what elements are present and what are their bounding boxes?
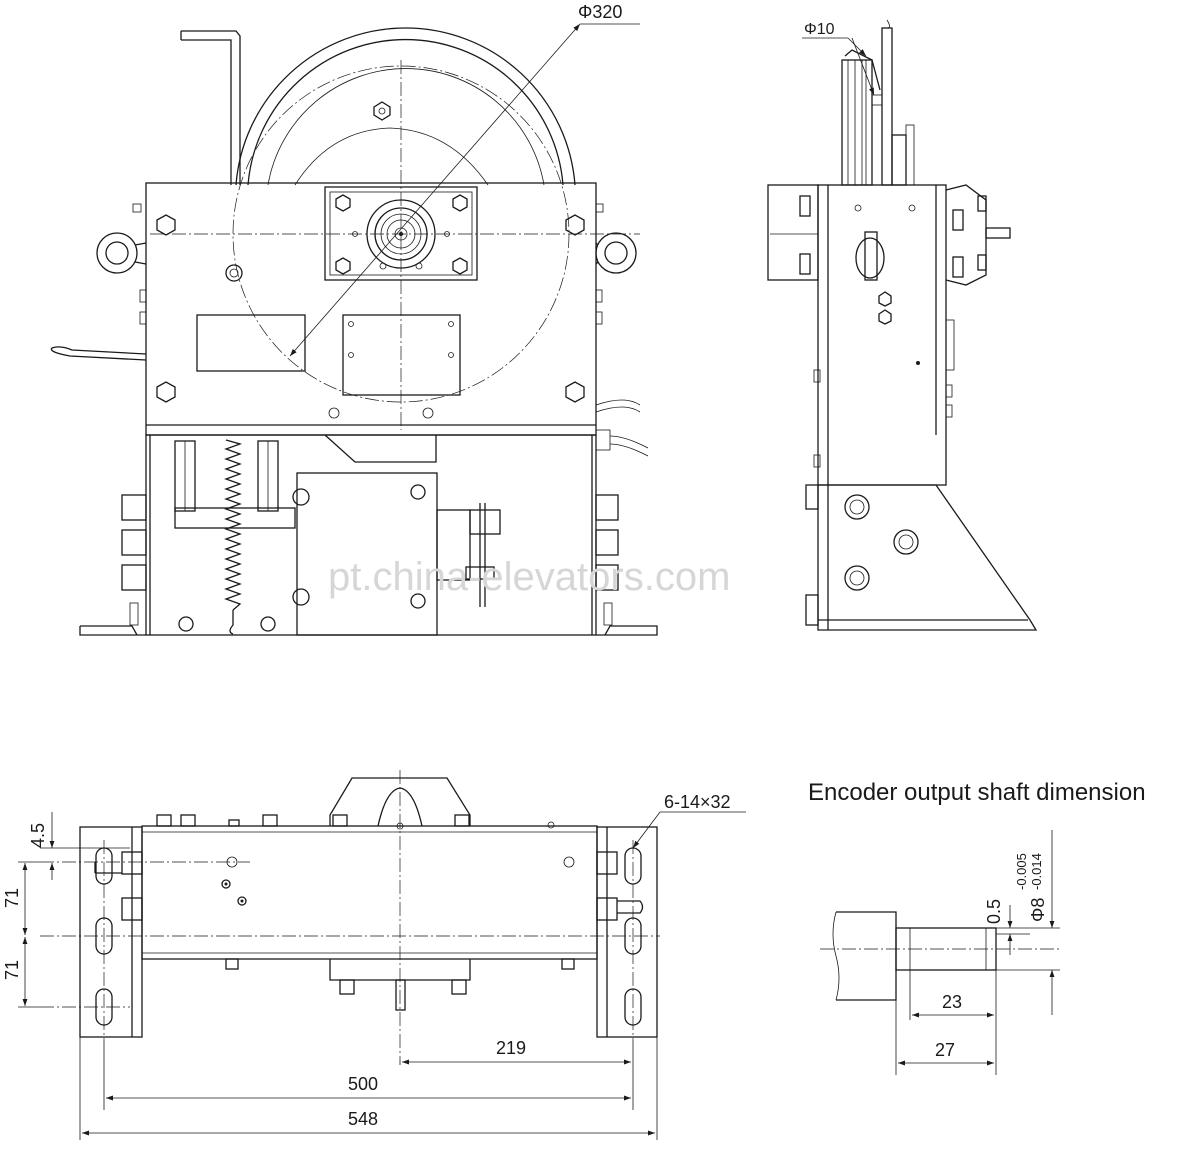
encoder-shaft-length: 27 xyxy=(935,1040,955,1060)
traction-sheave xyxy=(235,27,576,186)
dim-pitch-71-a: 71 xyxy=(2,888,22,908)
dim-offset-219: 219 xyxy=(496,1038,526,1058)
side-view xyxy=(767,19,1038,631)
brake-housing xyxy=(145,434,597,636)
brake-spring xyxy=(224,439,243,611)
encoder-shaft-detail xyxy=(820,830,1060,1075)
dim-pitch-71-b: 71 xyxy=(2,960,22,980)
dim-rope-diameter: Φ10 xyxy=(804,21,835,38)
watermark: pt.china-elevators.com xyxy=(328,555,730,599)
dim-width-500: 500 xyxy=(348,1074,378,1094)
mounting-slots xyxy=(95,847,642,1026)
encoder-tol-upper: -0.005 xyxy=(1014,853,1029,890)
lifting-eye-left xyxy=(96,232,147,274)
encoder-title: Encoder output shaft dimension xyxy=(808,779,1146,806)
lifting-eye-right xyxy=(595,232,637,274)
base-bracket xyxy=(817,484,1038,631)
dim-sheave-diameter: Φ320 xyxy=(578,2,622,22)
encoder-flat-length: 23 xyxy=(942,992,962,1012)
encoder-flat-depth: 0.5 xyxy=(984,899,1004,924)
flange-bolts xyxy=(335,194,468,275)
encoder-hub xyxy=(366,199,436,269)
nameplate xyxy=(342,314,461,396)
encoder-tol-lower: -0.014 xyxy=(1029,853,1044,890)
dim-width-548: 548 xyxy=(348,1109,378,1129)
motor-flange xyxy=(324,186,478,281)
top-view xyxy=(18,770,746,1140)
encoder-shaft-diameter: Φ8 xyxy=(1028,898,1048,922)
front-view xyxy=(50,23,658,636)
dim-offset-4-5: 4.5 xyxy=(28,823,48,848)
dim-bolt-holes: 6-14×32 xyxy=(664,792,731,812)
